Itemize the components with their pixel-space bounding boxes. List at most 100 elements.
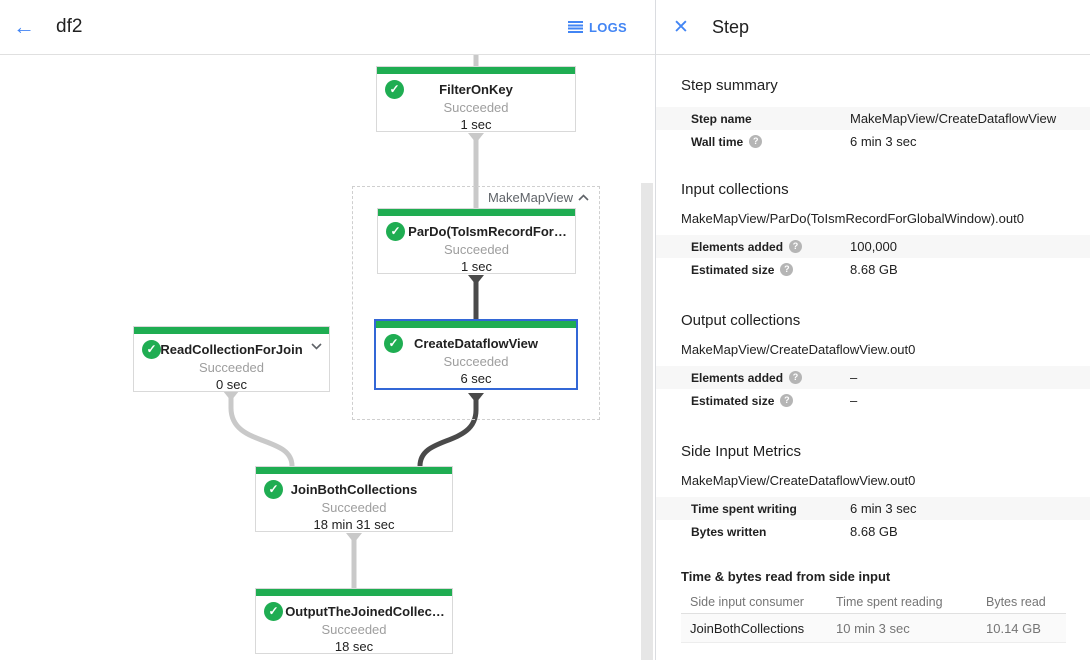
collection-name: MakeMapView/CreateDataflowView.out0 <box>681 473 916 488</box>
section-heading: Input collections <box>681 181 789 198</box>
row-value: 6 min 3 sec <box>850 134 917 149</box>
row-wall-time: Wall time ? 6 min 3 sec <box>656 130 1090 153</box>
panel-divider <box>655 0 656 660</box>
check-circle-icon: ✓ <box>385 80 404 99</box>
check-circle-icon: ✓ <box>386 222 405 241</box>
side-input-table: Side input consumer Time spent reading B… <box>681 590 1066 643</box>
node-status: Succeeded <box>443 100 509 115</box>
row-elements-added: Elements added ? – <box>656 366 1090 389</box>
edge-readcollection-joinboth <box>228 393 295 467</box>
edge-arrow <box>468 275 484 285</box>
step-panel-header: ✕ Step <box>656 0 1090 55</box>
col-header-time-reading: Time spent reading <box>836 594 943 609</box>
node-title: OutputTheJoinedCollec… <box>285 604 445 619</box>
edge-arrow <box>346 533 362 543</box>
row-value: MakeMapView/CreateDataflowView <box>850 111 1057 126</box>
node-status-bar <box>256 589 452 596</box>
node-status: Succeeded <box>443 354 509 369</box>
back-arrow-icon[interactable]: ← <box>13 14 35 39</box>
row-value: 8.68 GB <box>850 262 898 277</box>
collection-name: MakeMapView/CreateDataflowView.out0 <box>681 342 916 357</box>
row-label: Step name <box>691 111 752 126</box>
graph-node-readcollectionforjoin[interactable]: ✓ ReadCollectionForJoin Succeeded 0 sec <box>133 326 330 392</box>
collection-name: MakeMapView/ParDo(ToIsmRecordForGlobalWi… <box>681 211 1024 226</box>
row-value: 6 min 3 sec <box>850 501 917 516</box>
node-status-bar <box>378 209 575 216</box>
node-time: 0 sec <box>215 377 248 392</box>
node-time: 18 sec <box>334 639 374 654</box>
chevron-up-icon <box>578 194 589 201</box>
graph-node-createdataflowview[interactable]: ✓ CreateDataflowView Succeeded 6 sec <box>374 319 578 390</box>
table-header-row: Side input consumer Time spent reading B… <box>681 590 1066 614</box>
node-status-bar <box>134 327 329 334</box>
section-step-summary: Step summary Step name MakeMapView/Creat… <box>656 77 1090 153</box>
node-status: Succeeded <box>321 622 387 637</box>
logs-list-icon <box>567 21 583 33</box>
check-circle-icon: ✓ <box>264 602 283 621</box>
node-status-bar <box>376 321 576 328</box>
graph-scrollbar[interactable] <box>641 183 653 660</box>
row-label: Time spent writing <box>691 501 797 516</box>
help-icon[interactable]: ? <box>789 371 803 384</box>
node-status-bar <box>256 467 452 474</box>
row-value: – <box>850 393 858 408</box>
step-panel-title: Step <box>712 16 750 37</box>
section-output-collections: Output collections MakeMapView/CreateDat… <box>656 312 1090 412</box>
job-title: df2 <box>56 16 83 37</box>
node-title: CreateDataflowView <box>413 336 539 351</box>
graph-node-joinbothcollections[interactable]: ✓ JoinBothCollections Succeeded 18 min 3… <box>255 466 453 532</box>
chevron-down-icon[interactable] <box>311 343 322 350</box>
cell-bytes-read: 10.14 GB <box>986 620 1041 636</box>
row-label: Elements added <box>691 370 784 385</box>
node-title: FilterOnKey <box>439 82 513 97</box>
row-label: Elements added <box>691 239 784 254</box>
group-makemapview: MakeMapView <box>352 186 600 420</box>
row-label: Estimated size <box>691 393 775 408</box>
row-elements-added: Elements added ? 100,000 <box>656 235 1090 258</box>
logs-button-label: LOGS <box>588 19 627 35</box>
graph-edges <box>223 55 484 588</box>
pipeline-graph-panel: MakeMapView ✓ FilterOnKey Succeeded 1 se… <box>0 55 655 660</box>
row-label: Bytes written <box>691 524 767 539</box>
check-circle-icon: ✓ <box>384 334 403 353</box>
close-icon[interactable]: ✕ <box>673 16 689 38</box>
graph-node-pardo-toismrecord[interactable]: ✓ ParDo(ToIsmRecordFor… Succeeded 1 sec <box>377 208 576 274</box>
node-title: ParDo(ToIsmRecordFor… <box>408 224 567 239</box>
section-heading: Step summary <box>681 77 778 94</box>
section-side-input-metrics: Side Input Metrics MakeMapView/CreateDat… <box>656 443 1090 643</box>
check-circle-icon: ✓ <box>264 480 283 499</box>
section-heading: Output collections <box>681 312 801 329</box>
edge-arrow <box>468 393 484 403</box>
node-time: 18 min 31 sec <box>313 517 395 532</box>
help-icon[interactable]: ? <box>789 240 803 253</box>
node-time: 1 sec <box>460 259 493 274</box>
node-status: Succeeded <box>321 500 387 515</box>
logs-button[interactable]: LOGS <box>567 19 627 35</box>
row-estimated-size: Estimated size ? – <box>656 389 1090 412</box>
row-step-name: Step name MakeMapView/CreateDataflowView <box>656 107 1090 130</box>
side-input-table-heading: Time & bytes read from side input <box>681 569 891 584</box>
edge-arrow <box>223 391 239 401</box>
help-icon[interactable]: ? <box>749 135 763 148</box>
help-icon[interactable]: ? <box>780 394 794 407</box>
help-icon[interactable]: ? <box>780 263 794 276</box>
graph-node-filteronkey[interactable]: ✓ FilterOnKey Succeeded 1 sec <box>376 66 576 132</box>
row-label: Wall time <box>691 134 744 149</box>
edge-arrow <box>468 133 484 143</box>
cell-time-reading: 10 min 3 sec <box>836 620 910 636</box>
group-makemapview-toggle[interactable]: MakeMapView <box>488 190 589 205</box>
node-status: Succeeded <box>198 360 265 375</box>
row-time-spent-writing: Time spent writing 6 min 3 sec <box>656 497 1090 520</box>
group-makemapview-label: MakeMapView <box>487 190 573 205</box>
row-value: 8.68 GB <box>850 524 898 539</box>
row-value: – <box>850 370 858 385</box>
row-label: Estimated size <box>691 262 775 277</box>
row-estimated-size: Estimated size ? 8.68 GB <box>656 258 1090 281</box>
row-value: 100,000 <box>850 239 897 254</box>
col-header-bytes-read: Bytes read <box>986 594 1046 609</box>
table-row: JoinBothCollections 10 min 3 sec 10.14 G… <box>681 614 1066 643</box>
graph-node-outputthejoinedcollection[interactable]: ✓ OutputTheJoinedCollec… Succeeded 18 se… <box>255 588 453 654</box>
node-status-bar <box>377 67 575 74</box>
node-title: ReadCollectionForJoin <box>160 342 303 357</box>
step-details-panel: ✕ Step Step summary Step name MakeMapVie… <box>656 0 1090 660</box>
